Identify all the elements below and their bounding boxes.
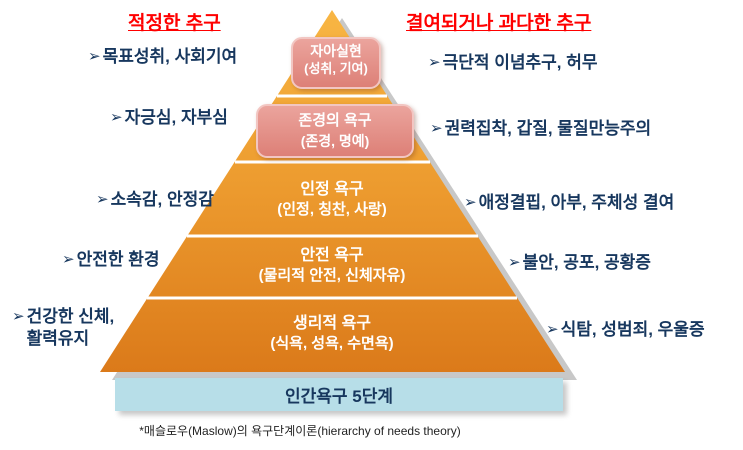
pyramid-level-title: 자아실현 bbox=[310, 43, 362, 59]
right-pursuit-text: 식탐, 성범죄, 우울증 bbox=[560, 320, 705, 339]
pyramid-level-subtitle: (존경, 명예) bbox=[300, 133, 370, 149]
self-actualization-highlight: 자아실현 (성취, 기여) bbox=[291, 37, 381, 89]
right-pursuit-item: ➢ 불안, 공포, 공황증 bbox=[508, 252, 651, 274]
pyramid-level-subtitle: (식욕, 성욕, 수면욕) bbox=[270, 335, 394, 352]
left-pursuit-text: 자긍심, 자부심 bbox=[124, 108, 228, 127]
pyramid-level-subtitle: (물리적 안전, 신체자유) bbox=[258, 267, 406, 284]
left-pursuit-item: ➢ 소속감, 안정감 bbox=[96, 189, 214, 211]
pyramid-level-title: 안전 욕구 bbox=[300, 247, 364, 264]
safety-need-level: 안전 욕구 (물리적 안전, 신체자유) bbox=[182, 246, 482, 286]
left-pursuit-text: 안전한 환경 bbox=[76, 250, 160, 269]
esteem-need-highlight: 존경의 욕구 (존경, 명예) bbox=[256, 104, 414, 158]
right-pursuit-text: 권력집착, 갑질, 물질만능주의 bbox=[444, 119, 652, 138]
right-pursuit-item: ➢ 극단적 이념추구, 허무 bbox=[428, 52, 598, 74]
arrow-bullet-icon: ➢ bbox=[88, 48, 101, 65]
right-pursuit-text: 불안, 공포, 공황증 bbox=[522, 253, 651, 272]
left-pursuit-item: ➢ 자긍심, 자부심 bbox=[110, 107, 228, 129]
left-pursuit-item: ➢ 목표성취, 사회기여 bbox=[88, 46, 237, 68]
arrow-bullet-icon: ➢ bbox=[430, 120, 443, 137]
arrow-bullet-icon: ➢ bbox=[110, 109, 123, 126]
right-pursuit-text: 극단적 이념추구, 허무 bbox=[442, 53, 598, 72]
arrow-bullet-icon: ➢ bbox=[62, 251, 75, 268]
hierarchy-banner: 인간욕구 5단계 bbox=[115, 378, 563, 411]
left-pursuit-text: 소속감, 안정감 bbox=[110, 190, 214, 209]
arrow-bullet-icon: ➢ bbox=[464, 194, 477, 211]
pyramid-level-title: 인정 욕구 bbox=[300, 181, 364, 198]
right-pursuit-text: 애정결핍, 아부, 주체성 결여 bbox=[478, 193, 675, 212]
arrow-bullet-icon: ➢ bbox=[12, 308, 25, 325]
left-pursuit-item: ➢ 건강한 신체, 활력유지 bbox=[12, 306, 114, 350]
deficient-excessive-pursuit-header: 결여되거나 과다한 추구 bbox=[406, 13, 592, 34]
right-pursuit-item: ➢ 식탐, 성범죄, 우울증 bbox=[546, 319, 705, 341]
arrow-bullet-icon: ➢ bbox=[546, 321, 559, 338]
pyramid-level-title: 생리적 욕구 bbox=[292, 315, 372, 332]
source-caption: *매슬로우(Maslow)의 욕구단계이론(hierarchy of needs… bbox=[139, 424, 461, 438]
recognition-need-level: 인정 욕구 (인정, 칭찬, 사랑) bbox=[182, 180, 482, 220]
right-pursuit-item: ➢ 애정결핍, 아부, 주체성 결여 bbox=[464, 192, 674, 214]
right-pursuit-item: ➢ 권력집착, 갑질, 물질만능주의 bbox=[430, 118, 651, 140]
arrow-bullet-icon: ➢ bbox=[428, 54, 441, 71]
arrow-bullet-icon: ➢ bbox=[508, 254, 521, 271]
left-pursuit-text: 목표성취, 사회기여 bbox=[102, 47, 238, 66]
left-pursuit-item: ➢ 안전한 환경 bbox=[62, 249, 160, 271]
pyramid-level-subtitle: (인정, 칭찬, 사랑) bbox=[277, 201, 387, 218]
appropriate-pursuit-header: 적정한 추구 bbox=[128, 13, 221, 34]
arrow-bullet-icon: ➢ bbox=[96, 191, 109, 208]
left-pursuit-text: 건강한 신체, 활력유지 bbox=[26, 307, 115, 348]
physiological-need-level: 생리적 욕구 (식욕, 성욕, 수면욕) bbox=[182, 314, 482, 354]
pyramid-body bbox=[100, 10, 565, 372]
pyramid-level-subtitle: (성취, 기여) bbox=[304, 61, 368, 76]
pyramid-level-title: 존경의 욕구 bbox=[298, 112, 372, 129]
